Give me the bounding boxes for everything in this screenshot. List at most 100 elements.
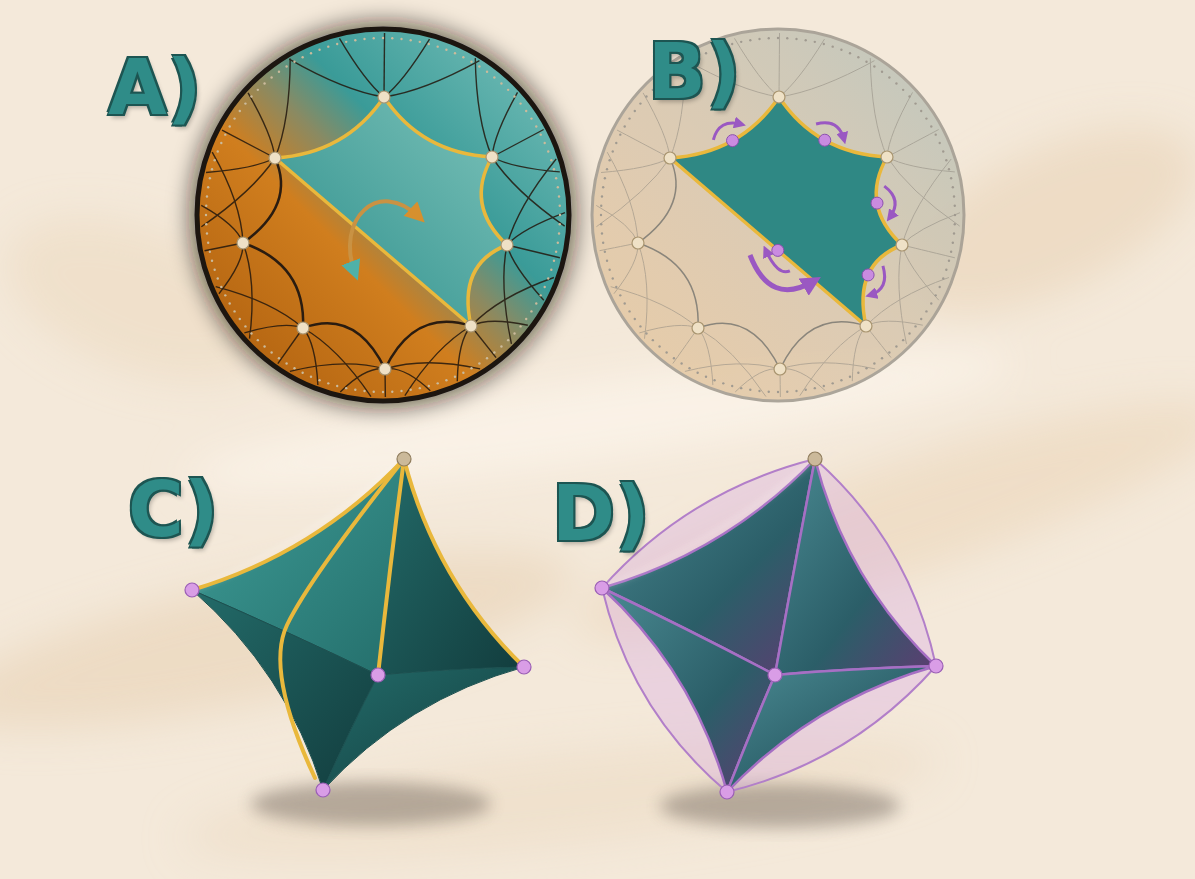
boundary-dot <box>205 205 207 207</box>
disk-halo <box>177 9 589 421</box>
boundary-dot <box>814 41 816 43</box>
boundary-dot <box>895 345 897 347</box>
ideal-vertex <box>595 581 609 595</box>
boundary-dots <box>205 37 561 393</box>
boundary-dot <box>513 332 515 334</box>
boundary-dot <box>888 76 890 78</box>
shadow <box>660 784 900 828</box>
boundary-dot <box>952 241 954 243</box>
boundary-dot <box>217 277 219 279</box>
geodesic-line <box>219 243 243 294</box>
boundary-dot <box>795 38 797 40</box>
geodesic-line <box>303 328 318 385</box>
ideal-vertex <box>486 151 498 163</box>
boundary-dot <box>758 390 760 392</box>
boundary-dot <box>318 49 320 51</box>
panel-label: C) <box>128 472 219 548</box>
boundary-dot <box>914 102 916 104</box>
geodesic-line <box>275 58 290 158</box>
boundary-dot <box>436 382 438 384</box>
ideal-vertex <box>860 320 872 332</box>
boundary-dot <box>209 177 211 179</box>
boundary-dot <box>345 41 347 43</box>
boundary-dot <box>373 37 375 39</box>
vertex-dots <box>237 91 513 375</box>
fundamental-domain <box>670 97 902 326</box>
boundary-dot <box>634 110 636 112</box>
tiling-edge <box>780 322 866 369</box>
boundary-dot <box>600 214 602 216</box>
boundary-dot <box>942 277 944 279</box>
boundary-dot <box>950 251 952 253</box>
boundary-dot <box>250 332 252 334</box>
boundary-dot <box>500 82 502 84</box>
edge-midpoint <box>727 135 739 147</box>
boundary-dot <box>615 286 617 288</box>
boundary-dot <box>823 43 825 45</box>
boundary-dot <box>207 186 209 188</box>
boundary-dot <box>559 223 561 225</box>
boundary-dot <box>665 351 667 353</box>
geodesic-line <box>507 159 556 245</box>
boundary-dot <box>263 82 265 84</box>
boundary-dot <box>619 133 621 135</box>
boundary-dot <box>925 117 927 119</box>
tiling-edge <box>243 243 303 328</box>
panel-label: D) <box>552 476 650 552</box>
boundary-dot <box>217 150 219 152</box>
geodesic-line <box>902 245 939 300</box>
boundary-dot <box>530 310 532 312</box>
boundary-dot <box>908 95 910 97</box>
geodesic-line <box>507 213 565 245</box>
boundary-dot <box>543 286 545 288</box>
boundary-dot <box>301 56 303 58</box>
geodesic-line <box>611 287 698 328</box>
edge-midpoint <box>862 269 874 281</box>
boundary-dot <box>400 390 402 392</box>
boundary-dot <box>705 375 707 377</box>
yellow-edge <box>378 459 404 675</box>
boundary-dot <box>777 391 779 393</box>
boundary-dot <box>244 102 246 104</box>
geodesic-line <box>638 243 647 339</box>
boundary-dot <box>555 177 557 179</box>
boundary-dot <box>540 133 542 135</box>
boundary-dot <box>558 232 560 234</box>
boundary-dot <box>950 177 952 179</box>
ideal-vertex <box>720 785 734 799</box>
panel-label: B) <box>648 34 741 110</box>
hyperbolic-disk <box>177 9 589 421</box>
geodesic-line <box>617 130 670 158</box>
ideal-vertex <box>185 583 199 597</box>
panels <box>177 9 964 828</box>
ideal-vertex <box>774 363 786 375</box>
geodesic-line <box>290 364 385 372</box>
boundary-dot <box>942 150 944 152</box>
ideal-vertex <box>517 660 531 674</box>
boundary-dot <box>278 71 280 73</box>
ideal-vertex <box>881 151 893 163</box>
boundary-dot <box>409 39 411 41</box>
boundary-dot <box>804 39 806 41</box>
geodesic-line <box>902 159 951 245</box>
faded-disk <box>592 29 964 401</box>
geodesic-line <box>800 326 866 396</box>
boundary-dot <box>419 41 421 43</box>
boundary-dot <box>953 195 955 197</box>
boundary-dot <box>849 52 851 54</box>
boundary-dot <box>601 232 603 234</box>
highlight-edges <box>192 459 524 778</box>
geodesic-line <box>596 205 638 243</box>
boundary-dot <box>462 372 464 374</box>
geodesic-line <box>507 245 544 300</box>
boundary-dot <box>624 302 626 304</box>
geodesic-line <box>779 33 781 97</box>
boundary-dot <box>391 37 393 39</box>
yellow-edge <box>280 459 404 778</box>
poincare-disk <box>197 29 569 401</box>
boundary-dot <box>363 38 365 40</box>
boundary-dot <box>624 125 626 127</box>
boundary-dot <box>634 318 636 320</box>
boundary-dot <box>525 110 527 112</box>
